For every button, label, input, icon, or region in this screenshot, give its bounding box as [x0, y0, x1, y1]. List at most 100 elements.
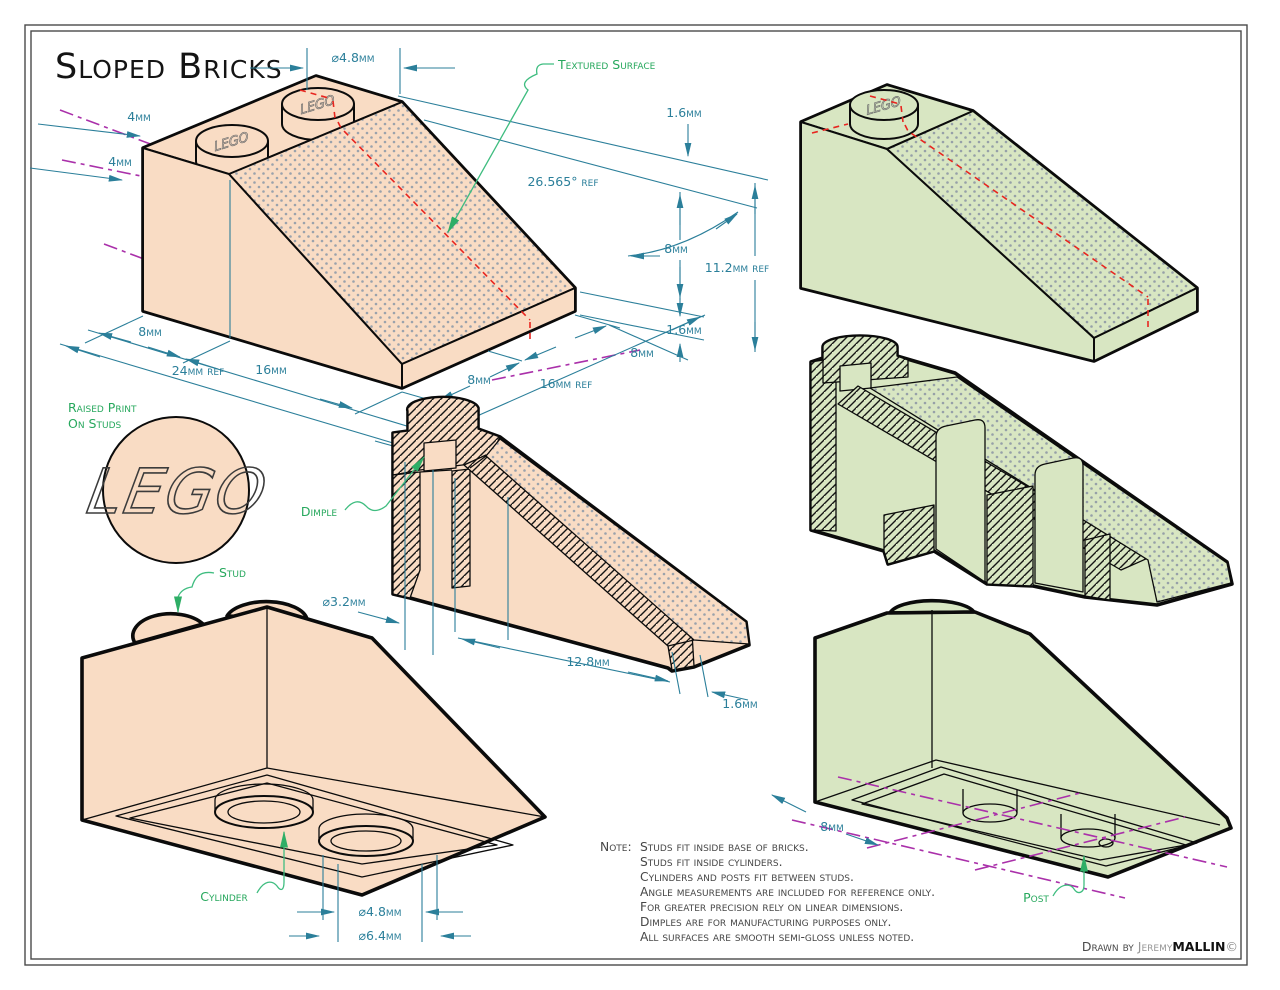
page-title: Sloped Bricks [55, 47, 283, 87]
leader-line [344, 455, 425, 512]
note-line: Studs fit inside cylinders. [640, 855, 782, 869]
figure-cross-section-peach: ⌀3.2mm 12.8mm 1.6mm Dimple [301, 395, 758, 711]
dim-label: ⌀3.2mm [323, 594, 366, 609]
dim-arrow [671, 316, 701, 331]
brick-silhouette [80, 605, 547, 897]
dim-arrow [710, 691, 749, 701]
callout-dimple: Dimple [301, 504, 337, 519]
dim-label: 1.6mm [666, 322, 701, 337]
base-recess [861, 773, 1187, 861]
face-edges [81, 607, 546, 821]
figure-slope-brick-green-iso: LEGO [799, 83, 1199, 363]
base-rim [851, 766, 1198, 867]
stud-top-detail-circle [102, 416, 250, 564]
base-recess [129, 782, 498, 865]
stud: LEGO [849, 89, 919, 140]
dimple-notch [839, 362, 872, 392]
figure-slope-brick-iso: LEGO LEGO ⌀4.8mm 4mm 4mm 8mm 2 [29, 48, 769, 452]
dim-label: 8mm [664, 241, 687, 256]
callout-stud: Stud [219, 565, 246, 580]
leader-line [256, 830, 289, 894]
raised-print-detail: Raised Print On Studs LEGO [68, 400, 274, 564]
dim-label: ⌀4.8mm [359, 904, 402, 919]
face-edges [814, 610, 1221, 826]
cylinder [318, 813, 414, 857]
section-cut-hatch-top [392, 396, 501, 476]
stud [888, 598, 976, 615]
dim-arrow [574, 325, 608, 339]
dim-label: 8mm [820, 819, 843, 834]
note-prefix: Note: [600, 840, 632, 854]
note-line: Angle measurements are included for refe… [640, 885, 935, 899]
centerline [103, 243, 153, 263]
cylinder [214, 783, 314, 829]
note-line: Studs fit inside base of bricks. [640, 840, 809, 854]
section-cut-line [299, 89, 531, 344]
section-cut-line [811, 95, 1149, 327]
note-line: For greater precision rely on linear dim… [640, 900, 903, 914]
hollow-arch [935, 419, 986, 583]
centerline [837, 776, 1228, 868]
dim-label: 1.6mm [722, 696, 757, 711]
inner-border [30, 30, 1242, 960]
dim-arrow [37, 123, 142, 138]
dim-arrow [523, 346, 557, 361]
dim-label: 4mm [127, 109, 150, 124]
hollow-arch [1034, 457, 1084, 593]
dim-arrow [147, 346, 182, 358]
dim-arrow [460, 638, 501, 649]
lego-logo: LEGO [82, 455, 273, 527]
dim-label: 26.565° ref [527, 174, 598, 189]
extension-line [322, 855, 438, 942]
dim-label: 8mm [630, 345, 653, 360]
centerline [974, 816, 1186, 871]
dim-label: 1.6mm [666, 105, 701, 120]
dim-arrow [29, 167, 124, 182]
section-cut-hatch-wall [392, 471, 421, 599]
callout-raised-print: Raised Print [68, 400, 137, 415]
dim-arrow [97, 332, 132, 343]
dim-label: 24mm ref [172, 363, 225, 378]
dim-arrow [184, 358, 219, 370]
leader-line [173, 571, 215, 614]
dim-line [59, 329, 421, 452]
extension-line [306, 48, 401, 94]
section-cut-hatch-leg [986, 485, 1034, 587]
note-line: Dimples are for manufacturing purposes o… [640, 915, 891, 929]
dimple-notch [423, 439, 457, 472]
notes-block: Note: Studs fit inside base of bricks. S… [600, 840, 935, 944]
figure-cross-section-green [809, 334, 1234, 607]
outer-border [24, 24, 1248, 966]
section-cut-hatch-cylinder [451, 468, 471, 589]
note-line: Cylinders and posts fit between studs. [640, 870, 854, 884]
centerline [866, 792, 1081, 849]
dim-label: 12.8mm [566, 654, 609, 669]
section-cut-hatch-leg [883, 504, 935, 565]
note-line: All surfaces are smooth semi-gloss unles… [640, 930, 914, 944]
dim-label: ⌀6.4mm [359, 928, 402, 943]
leader-line [447, 63, 554, 234]
dim-label: 16mm [255, 362, 286, 377]
dim-label: 8mm [467, 372, 490, 387]
dim-line [457, 637, 709, 698]
figure-underside-peach: Stud Cylinder ⌀4.8mm ⌀6.4mm [80, 565, 547, 943]
dim-arrow [64, 345, 101, 358]
dim-arrow [771, 794, 807, 813]
dim-label: 8mm [138, 324, 161, 339]
base-rim [115, 774, 514, 878]
brick-end-face [401, 287, 576, 389]
post [1060, 814, 1116, 848]
dim-label: 4mm [108, 154, 131, 169]
leader-line [1052, 854, 1089, 897]
dim-arrow [845, 833, 880, 846]
dim-arrow [319, 398, 354, 409]
stud [131, 611, 205, 645]
extension-line [404, 462, 509, 655]
dim-arrow [627, 671, 670, 682]
dim-label: 11.2mm ref [705, 260, 769, 275]
brick-silhouette [813, 610, 1233, 879]
callout-cylinder: Cylinder [200, 889, 248, 904]
section-cut-hatch-wall [810, 357, 837, 532]
